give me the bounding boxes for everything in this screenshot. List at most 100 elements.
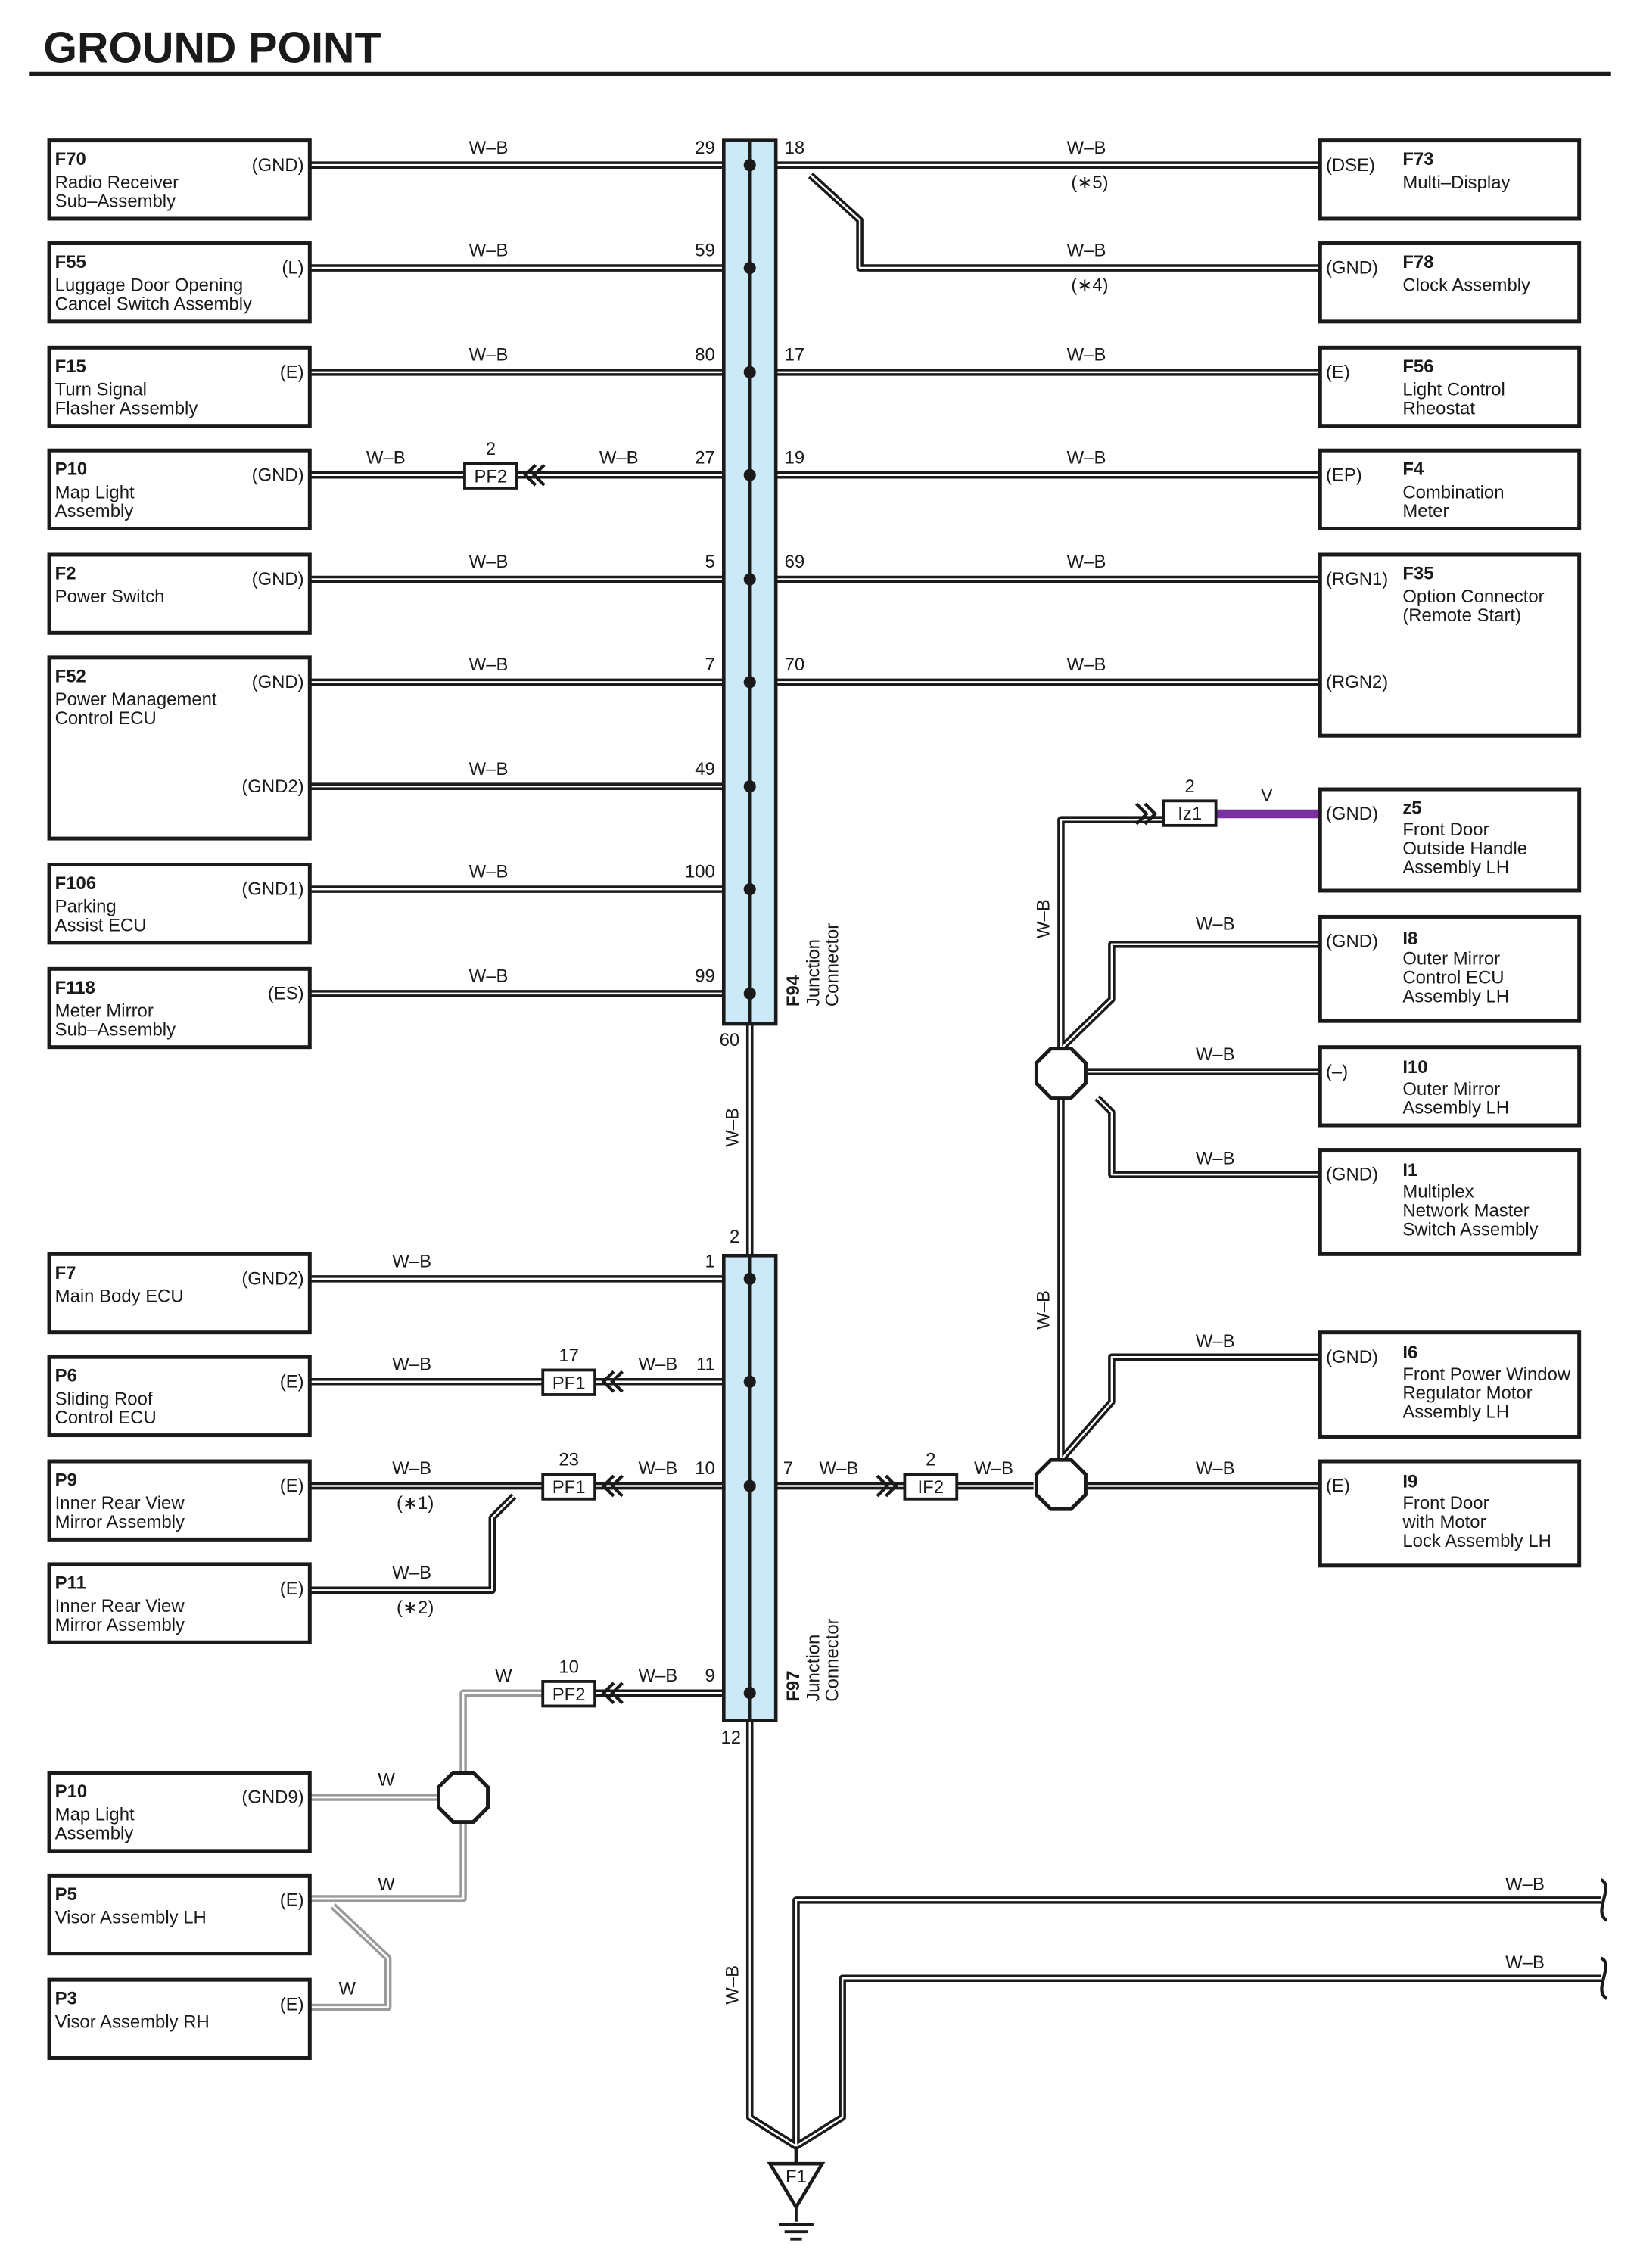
svg-text:(GND1): (GND1) bbox=[241, 879, 303, 900]
svg-text:W–B: W–B bbox=[1067, 345, 1106, 366]
svg-text:W–B: W–B bbox=[722, 1108, 742, 1147]
svg-text:Luggage Door Opening: Luggage Door Opening bbox=[55, 275, 243, 296]
svg-text:W–B: W–B bbox=[469, 345, 509, 366]
svg-text:W–B: W–B bbox=[1034, 1290, 1054, 1330]
svg-text:W–B: W–B bbox=[1505, 1952, 1545, 1973]
note-2: (∗2) bbox=[397, 1598, 434, 1618]
svg-text:P9: P9 bbox=[55, 1470, 77, 1491]
inline-connector-iz1: Iz1 2 bbox=[1134, 776, 1218, 827]
svg-text:Assembly: Assembly bbox=[55, 501, 134, 521]
component-f4: F4 Combination Meter (EP) bbox=[1318, 448, 1582, 531]
component-p10-b: P10 Map Light Assembly (GND9) bbox=[47, 1770, 312, 1853]
svg-text:W–B: W–B bbox=[722, 1965, 742, 2005]
svg-text:70: 70 bbox=[785, 655, 805, 675]
svg-text:P3: P3 bbox=[55, 1989, 77, 2009]
svg-text:Meter Mirror: Meter Mirror bbox=[55, 1000, 154, 1021]
svg-text:W: W bbox=[495, 1666, 512, 1686]
svg-text:W: W bbox=[339, 1978, 356, 1999]
svg-text:9: 9 bbox=[705, 1666, 715, 1686]
svg-text:29: 29 bbox=[695, 138, 715, 158]
svg-text:(GND): (GND) bbox=[1326, 804, 1378, 824]
svg-text:Outer Mirror: Outer Mirror bbox=[1402, 1079, 1500, 1100]
svg-text:W–B: W–B bbox=[392, 1458, 431, 1479]
svg-text:Power Management: Power Management bbox=[55, 689, 217, 710]
component-f55: F55 Luggage Door Opening Cancel Switch A… bbox=[47, 241, 312, 324]
svg-text:F70: F70 bbox=[55, 149, 86, 170]
svg-text:10: 10 bbox=[559, 1657, 579, 1677]
svg-text:17: 17 bbox=[785, 345, 805, 366]
svg-text:(GND2): (GND2) bbox=[241, 1269, 303, 1290]
svg-text:F52: F52 bbox=[55, 666, 86, 686]
svg-text:W–B: W–B bbox=[1196, 1331, 1235, 1352]
svg-text:W: W bbox=[378, 1770, 395, 1790]
svg-text:F56: F56 bbox=[1402, 356, 1433, 377]
svg-text:W–B: W–B bbox=[469, 138, 509, 158]
svg-text:F7: F7 bbox=[55, 1263, 76, 1283]
svg-text:(GND9): (GND9) bbox=[241, 1787, 303, 1808]
svg-text:I10: I10 bbox=[1402, 1057, 1427, 1078]
svg-text:49: 49 bbox=[695, 759, 715, 779]
svg-text:P6: P6 bbox=[55, 1366, 77, 1386]
inline-connector-pf2-a: PF2 2 bbox=[463, 439, 546, 490]
svg-text:Lock Assembly LH: Lock Assembly LH bbox=[1402, 1531, 1551, 1551]
svg-text:Radio Receiver: Radio Receiver bbox=[55, 173, 179, 193]
svg-text:(GND2): (GND2) bbox=[241, 776, 303, 797]
component-p6: P6 Sliding Roof Control ECU (E) bbox=[47, 1355, 312, 1438]
svg-text:Multi–Display: Multi–Display bbox=[1402, 173, 1510, 193]
svg-text:W–B: W–B bbox=[469, 966, 509, 987]
svg-text:Visor Assembly RH: Visor Assembly RH bbox=[55, 2011, 210, 2032]
component-f52: F52 Power Management Control ECU (GND) (… bbox=[47, 655, 312, 841]
svg-text:2: 2 bbox=[486, 439, 496, 459]
svg-text:(GND): (GND) bbox=[252, 672, 304, 692]
svg-text:W–B: W–B bbox=[469, 241, 509, 261]
inline-connector-pf1-a: PF1 17 bbox=[541, 1346, 624, 1396]
svg-text:W–B: W–B bbox=[1067, 655, 1106, 675]
svg-text:W–B: W–B bbox=[638, 1666, 677, 1686]
svg-text:z5: z5 bbox=[1402, 798, 1421, 819]
component-f7: F7 Main Body ECU (GND2) bbox=[47, 1252, 312, 1335]
svg-text:(GND): (GND) bbox=[1326, 1347, 1378, 1367]
svg-text:F55: F55 bbox=[55, 252, 86, 272]
svg-text:P11: P11 bbox=[55, 1573, 86, 1593]
svg-text:W–B: W–B bbox=[974, 1458, 1013, 1479]
svg-text:Combination: Combination bbox=[1402, 482, 1504, 502]
svg-text:Iz1: Iz1 bbox=[1178, 804, 1202, 824]
svg-text:(GND): (GND) bbox=[252, 569, 304, 590]
svg-text:W–B: W–B bbox=[392, 1354, 431, 1374]
svg-text:2: 2 bbox=[926, 1450, 935, 1470]
component-z5: z5 Front Door Outside Handle Assembly LH… bbox=[1318, 787, 1582, 893]
svg-text:W–B: W–B bbox=[1067, 447, 1106, 468]
svg-text:100: 100 bbox=[685, 862, 715, 882]
svg-text:Front Door: Front Door bbox=[1402, 820, 1489, 840]
svg-text:(Remote Start): (Remote Start) bbox=[1402, 605, 1521, 626]
svg-text:Front Power Window: Front Power Window bbox=[1402, 1364, 1571, 1385]
svg-text:F118: F118 bbox=[55, 978, 95, 998]
svg-text:F35: F35 bbox=[1402, 564, 1433, 584]
svg-text:Meter: Meter bbox=[1402, 501, 1449, 521]
svg-text:P5: P5 bbox=[55, 1884, 77, 1905]
svg-text:Front Door: Front Door bbox=[1402, 1493, 1489, 1514]
junction-f94-label-2: Connector bbox=[822, 923, 842, 1006]
svg-text:with Motor: with Motor bbox=[1402, 1512, 1486, 1532]
svg-text:(E): (E) bbox=[280, 362, 304, 382]
inline-connector-pf1-b: PF1 23 bbox=[541, 1450, 624, 1501]
svg-text:W–B: W–B bbox=[1505, 1874, 1545, 1894]
svg-text:W–B: W–B bbox=[1196, 914, 1235, 935]
svg-text:(E): (E) bbox=[280, 1579, 304, 1599]
svg-text:Outside Handle: Outside Handle bbox=[1402, 838, 1527, 859]
svg-text:PF2: PF2 bbox=[474, 466, 507, 487]
svg-text:(GND): (GND) bbox=[1326, 258, 1378, 278]
svg-text:W–B: W–B bbox=[392, 1563, 431, 1583]
svg-text:W–B: W–B bbox=[366, 447, 406, 468]
svg-text:11: 11 bbox=[696, 1354, 715, 1374]
svg-text:PF2: PF2 bbox=[552, 1685, 586, 1705]
component-f106: F106 Parking Assist ECU (GND1) bbox=[47, 863, 312, 945]
svg-text:(ES): (ES) bbox=[268, 984, 304, 1004]
svg-text:W: W bbox=[378, 1874, 395, 1894]
svg-text:W–B: W–B bbox=[1067, 241, 1106, 261]
svg-text:(E): (E) bbox=[280, 1890, 304, 1911]
svg-text:Map Light: Map Light bbox=[55, 1805, 135, 1825]
svg-text:W–B: W–B bbox=[1034, 899, 1054, 938]
svg-text:23: 23 bbox=[559, 1450, 579, 1470]
